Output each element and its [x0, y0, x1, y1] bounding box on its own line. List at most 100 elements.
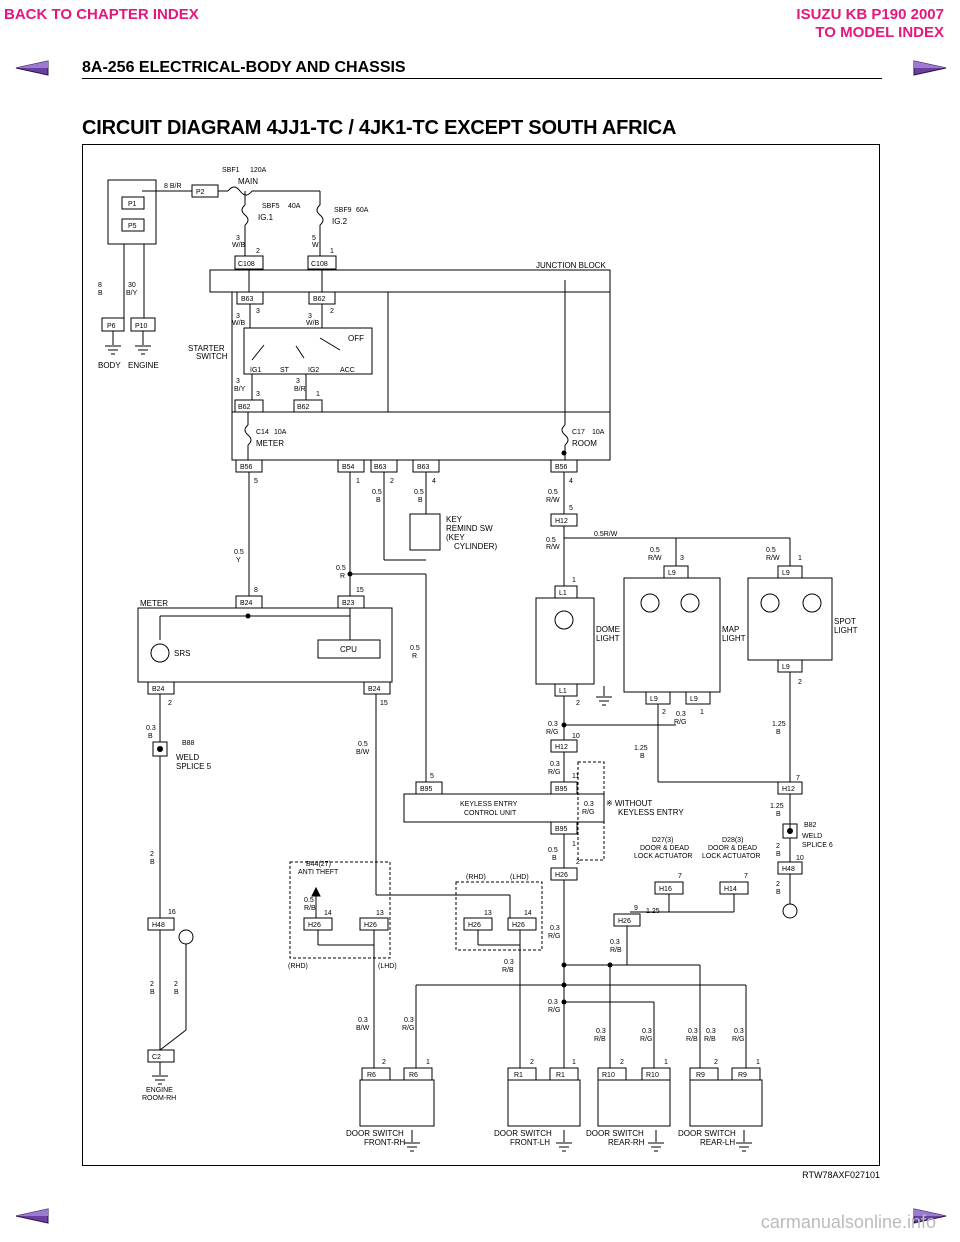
svg-text:R/W: R/W	[546, 544, 560, 551]
svg-text:C108: C108	[311, 261, 328, 268]
svg-text:0.5: 0.5	[234, 549, 244, 556]
svg-text:R: R	[412, 653, 417, 660]
svg-text:15: 15	[380, 700, 388, 707]
svg-text:0.5: 0.5	[414, 489, 424, 496]
door-switch-rear-lh	[689, 1079, 763, 1127]
svg-text:B88: B88	[182, 740, 195, 747]
label-ds-rl-2: REAR-LH	[700, 1138, 735, 1147]
svg-text:C2: C2	[152, 1054, 161, 1061]
label-main: MAIN	[238, 177, 258, 186]
svg-text:3: 3	[680, 555, 684, 562]
svg-text:B: B	[376, 497, 381, 504]
figure-reference-code: RTW78AXF027101	[802, 1170, 880, 1180]
to-model-index-link[interactable]: TO MODEL INDEX	[815, 24, 944, 41]
label-rhd-top: (RHD)	[466, 874, 486, 881]
label-sw-st: ST	[280, 367, 290, 374]
svg-text:7: 7	[796, 775, 800, 782]
svg-text:2: 2	[330, 308, 334, 315]
next-page-arrow-bottom-icon[interactable]	[912, 1206, 952, 1226]
svg-text:R/G: R/G	[548, 933, 560, 940]
svg-text:0.3: 0.3	[504, 959, 514, 966]
svg-text:8: 8	[254, 587, 258, 594]
svg-text:3: 3	[256, 391, 260, 398]
brand-title: ISUZU KB P190 2007	[796, 6, 944, 23]
prev-page-arrow-bottom-icon[interactable]	[10, 1206, 50, 1226]
svg-text:B24: B24	[152, 686, 165, 693]
svg-text:0.3: 0.3	[146, 725, 156, 732]
svg-text:0.5: 0.5	[410, 645, 420, 652]
label-sw-ig2: IG2	[308, 367, 319, 374]
label-weld-5b: SPLICE 5	[176, 762, 212, 771]
svg-text:8 B/R: 8 B/R	[164, 183, 182, 190]
svg-text:B/W: B/W	[356, 749, 370, 756]
label-d28-2: DOOR & DEAD	[708, 845, 757, 852]
svg-text:2: 2	[174, 981, 178, 988]
svg-text:B95: B95	[555, 826, 568, 833]
svg-text:R/W: R/W	[648, 555, 662, 562]
svg-text:W/B: W/B	[306, 320, 320, 327]
svg-text:B63: B63	[374, 464, 387, 471]
svg-text:B: B	[776, 729, 781, 736]
svg-text:R10: R10	[602, 1072, 615, 1079]
svg-text:P6: P6	[107, 323, 116, 330]
door-switch-front-rh	[359, 1079, 435, 1127]
svg-text:0.3: 0.3	[688, 1028, 698, 1035]
svg-text:2: 2	[530, 1059, 534, 1066]
label-junction-block: JUNCTION BLOCK	[536, 261, 606, 270]
label-weld-6b: SPLICE 6	[802, 842, 833, 849]
back-to-chapter-index-link[interactable]: BACK TO CHAPTER INDEX	[4, 6, 199, 23]
fuse-sbf9	[316, 204, 324, 226]
svg-text:2: 2	[776, 843, 780, 850]
svg-text:L9: L9	[650, 696, 658, 703]
svg-text:C17: C17	[572, 429, 585, 436]
svg-text:0.3: 0.3	[358, 1017, 368, 1024]
svg-text:3: 3	[308, 313, 312, 320]
svg-text:10: 10	[796, 855, 804, 862]
svg-text:W/B: W/B	[232, 242, 246, 249]
svg-text:2: 2	[150, 981, 154, 988]
svg-text:B: B	[552, 855, 557, 862]
svg-text:13: 13	[484, 910, 492, 917]
svg-text:2: 2	[620, 1059, 624, 1066]
svg-text:B63: B63	[241, 296, 254, 303]
label-key-remind-3: (KEY	[446, 533, 465, 542]
cpu-box	[317, 639, 381, 659]
svg-text:2: 2	[798, 679, 802, 686]
battery-box	[107, 179, 157, 245]
svg-text:B: B	[150, 989, 155, 996]
svg-text:B: B	[98, 290, 103, 297]
svg-text:H26: H26	[364, 922, 377, 929]
svg-text:0.3: 0.3	[584, 801, 594, 808]
svg-text:L1: L1	[559, 688, 567, 695]
svg-text:H26: H26	[555, 872, 568, 879]
label-off: OFF	[348, 334, 364, 343]
label-sw-ig1: IG1	[250, 367, 261, 374]
svg-text:2: 2	[576, 700, 580, 707]
svg-text:B24: B24	[368, 686, 381, 693]
label-key-remind-1: KEY	[446, 515, 463, 524]
svg-text:R: R	[340, 573, 345, 580]
svg-text:R/G: R/G	[402, 1025, 414, 1032]
svg-text:B: B	[640, 753, 645, 760]
label-map-1: MAP	[722, 625, 739, 634]
svg-text:R6: R6	[367, 1072, 376, 1079]
section-title: 8A-256 ELECTRICAL-BODY AND CHASSIS	[82, 59, 406, 76]
svg-text:15: 15	[356, 587, 364, 594]
next-page-arrow-icon[interactable]	[912, 58, 952, 78]
svg-text:B/W: B/W	[356, 1025, 370, 1032]
svg-text:5: 5	[430, 773, 434, 780]
svg-text:7: 7	[744, 873, 748, 880]
svg-text:4: 4	[569, 478, 573, 485]
svg-text:0.5: 0.5	[548, 847, 558, 854]
label-cpu: CPU	[340, 645, 357, 654]
svg-text:1: 1	[664, 1059, 668, 1066]
prev-page-arrow-icon[interactable]	[10, 58, 50, 78]
label-d27-3: LOCK ACTUATOR	[634, 853, 692, 860]
svg-text:R/G: R/G	[548, 1007, 560, 1014]
svg-text:L1: L1	[559, 590, 567, 597]
svg-text:B24: B24	[240, 600, 253, 607]
svg-text:0.5: 0.5	[336, 565, 346, 572]
svg-text:R/G: R/G	[732, 1036, 744, 1043]
svg-text:H26: H26	[618, 918, 631, 925]
label-weld-5a: WELD	[176, 753, 199, 762]
